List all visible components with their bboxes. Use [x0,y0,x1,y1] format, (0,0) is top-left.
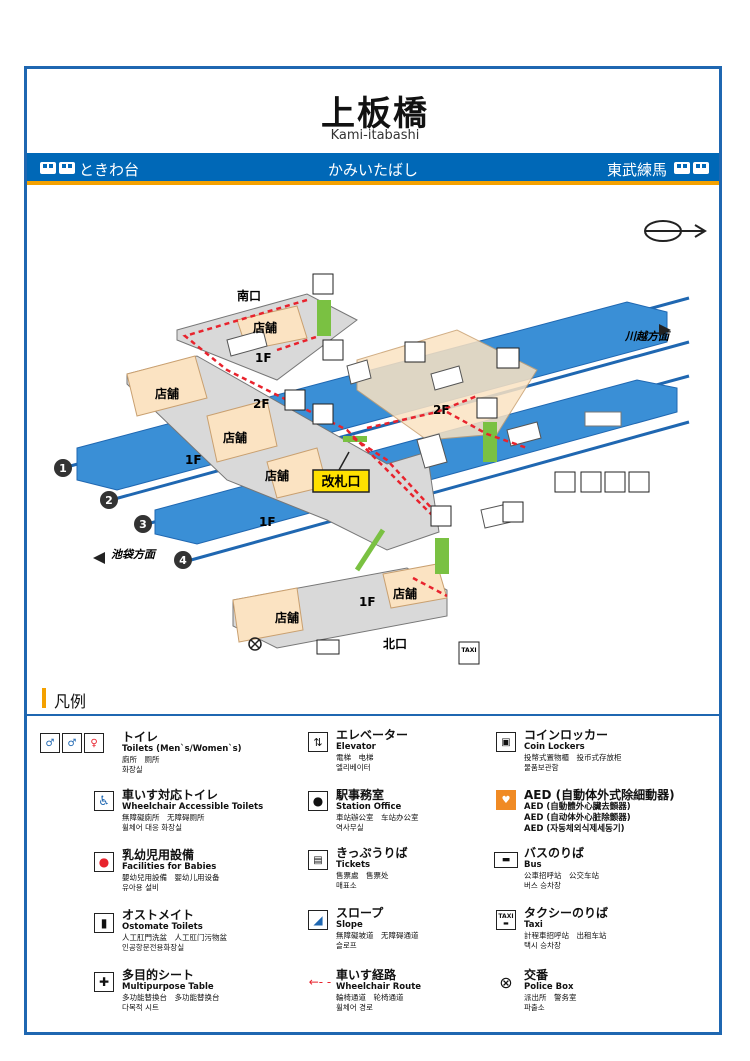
slope-icon: ◢ [308,910,328,930]
north-exit-label: 北口 [383,636,407,651]
bus-icon: ▬ [494,852,518,868]
station-roman-name: Kami-itabashi [330,128,420,143]
elevator-shafts [317,300,497,574]
legend-divider [27,714,719,716]
south-exit-label: 南口 [237,288,261,303]
floor-label-1f-platform-3: 1F [259,515,276,529]
multipurpose-table-icon: ✚ [94,972,114,992]
direction-ikebukuro: 池袋方面 [111,548,157,561]
floor-label-2f-east: 2F [433,403,450,417]
previous-station[interactable]: ときわ台 [79,161,140,179]
compass-icon [644,220,707,242]
legend-aed: AED (自動体外式除細動器)AED (自動體外心臟去顫器) AED (自动体外… [524,788,675,834]
platform-number-2: 2 [105,494,113,507]
taxi-icon: TAXI▬ [496,910,516,930]
police-box-icon: ⊗ [499,972,513,992]
shop-label-north-1: 店舗 [275,610,299,625]
taxi-label: TAXI [461,647,476,654]
baby-facilities-icon: ● [94,852,114,872]
wheelchair-route-icon: ←- - [308,975,332,989]
map-pictograms [284,273,650,665]
toilet-icon: ♂ ♂ ♀ [40,733,108,753]
train-icon-right [674,162,709,174]
ticket-icon: ▤ [308,850,328,870]
map-frame [24,66,722,1035]
train-icon-left [40,162,75,174]
police-box-icon [248,637,262,651]
floor-label-1f-platform-1: 1F [185,453,202,467]
platform-number-1: 1 [59,462,67,475]
shop-label-west-1: 店舗 [155,386,179,401]
wheelchair-routes [182,298,528,598]
shop-area-west-2 [206,399,278,463]
shop-label-west-3: 店舗 [265,468,289,483]
floor-label-1f-south: 1F [255,351,272,365]
station-office-icon: ● [308,791,328,811]
wheelchair-toilet-icon: ♿ [94,791,114,811]
station-kana: かみいたばし [327,161,418,179]
shop-area-west-1 [126,355,208,417]
coin-locker-icon: ▣ [496,732,516,752]
ticket-gate-label: 改札口 [321,474,360,490]
shop-label-north-2: 店舗 [393,586,417,601]
ostomate-icon: ▮ [94,913,114,933]
legend-title: 凡例 [42,688,86,712]
aed-icon: ♥ [496,790,516,810]
platform-number-badges: 1 2 3 4 [54,459,192,569]
shop-label-south: 店舗 [253,320,277,335]
platform-number-3: 3 [139,518,147,531]
platform-number-4: 4 [179,554,187,567]
stairs [226,329,542,529]
shop-area-north-1 [232,587,304,643]
ticket-gate [312,469,370,493]
line-bar: ときわ台 かみいたばし 東武練馬 [27,153,719,185]
shop-area-north-2 [382,563,448,609]
elevator-icon: ⇅ [308,732,328,752]
floor-label-1f-north: 1F [359,595,376,609]
next-station[interactable]: 東武練馬 [606,161,667,179]
station-map: 改札口 南口 北口 川越方面 池袋方面 1F 1F 2F 2F 1F 1F 店舗… [54,220,707,665]
floor-label-2f-west: 2F [253,397,270,411]
shop-label-west-2: 店舗 [223,430,247,445]
station-name: 上板橋 [321,94,429,134]
